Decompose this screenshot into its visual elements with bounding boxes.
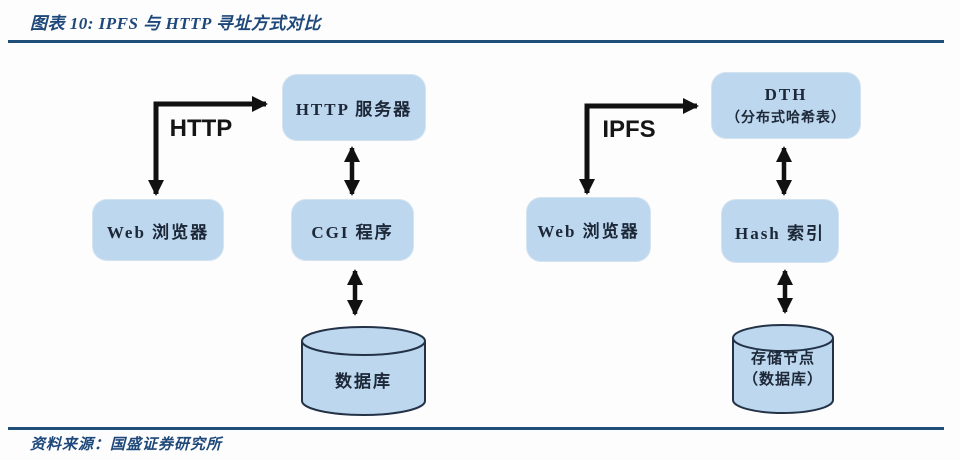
node-web-browser-http-label: Web 浏览器 [106, 222, 210, 242]
node-storage-label: 存储节点 （数据库） [733, 349, 833, 391]
top-divider [8, 40, 944, 43]
ipfs-protocol-label: IPFS [602, 116, 656, 143]
bottom-divider [8, 427, 944, 430]
node-dht: DTH （分布式哈希表） [712, 73, 860, 138]
node-web-browser-ipfs: Web 浏览器 [527, 198, 650, 261]
node-database-label: 数据库 [335, 372, 392, 391]
node-web-browser-http: Web 浏览器 [93, 200, 223, 260]
node-hash-index: Hash 索引 [722, 200, 838, 262]
node-dht-desc: （分布式哈希表） [726, 110, 846, 126]
node-cgi-program: CGI 程序 [292, 200, 413, 260]
node-dht-name: DTH [764, 84, 808, 104]
source-attribution: 资料来源：国盛证券研究所 [30, 437, 223, 453]
node-web-browser-ipfs-label: Web 浏览器 [537, 222, 640, 241]
node-storage-desc: （数据库） [742, 372, 823, 388]
node-hash-index-label: Hash 索引 [734, 223, 826, 243]
http-protocol-label: HTTP [169, 115, 233, 142]
node-http-server: HTTP 服务器 [283, 75, 425, 140]
node-cgi-program-label: CGI 程序 [311, 222, 394, 242]
node-http-server-label: HTTP 服务器 [295, 100, 413, 119]
figure-title: 图表 10: IPFS 与 HTTP 寻址方式对比 [30, 14, 321, 33]
node-storage-name: 存储节点 [750, 351, 815, 367]
